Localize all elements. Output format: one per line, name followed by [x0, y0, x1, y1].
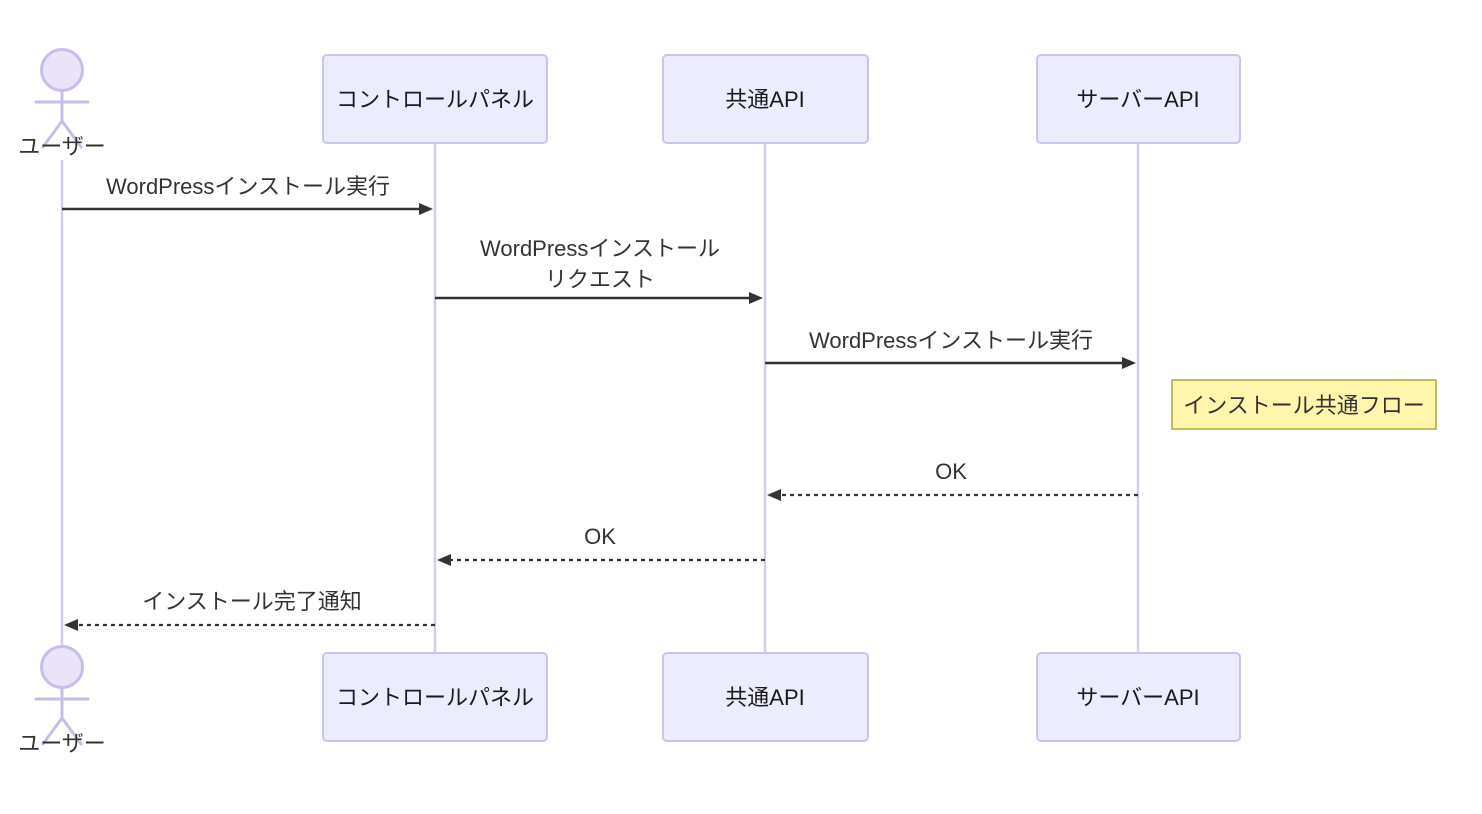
- actor-user-bottom: ユーザー: [18, 645, 106, 756]
- participant-box: [322, 54, 548, 144]
- participant-server-api-bottom: サーバーAPI: [1036, 652, 1241, 742]
- message-2-wordpress-install-request: WordPressインストール リクエスト: [435, 236, 763, 304]
- message-6-install-complete-notice: インストール完了通知: [64, 589, 435, 631]
- actor-head-icon: [40, 645, 84, 689]
- participant-common-api-label-top: 共通API: [725, 87, 804, 112]
- participant-box: [1036, 652, 1241, 742]
- message-2-arrowhead-icon: [749, 292, 763, 304]
- message-3-label: WordPressインストール実行: [809, 328, 1093, 353]
- note-label: インストール共通フロー: [1183, 393, 1425, 418]
- message-2-label-line2: リクエスト: [545, 267, 655, 292]
- message-2-label-line1: WordPressインストール: [480, 236, 720, 261]
- note-box: [1171, 379, 1437, 430]
- participant-server-api-top: サーバーAPI: [1036, 54, 1241, 144]
- message-1-arrowhead-icon: [419, 203, 433, 215]
- actor-left-leg-line: [41, 716, 64, 746]
- actor-head-icon: [40, 48, 84, 92]
- message-5-label: OK: [584, 524, 616, 549]
- message-4-ok: OK: [767, 459, 1138, 501]
- message-6-arrowhead-icon: [64, 619, 78, 631]
- message-3-wordpress-install-exec: WordPressインストール実行: [765, 328, 1136, 369]
- participant-box: [662, 54, 869, 144]
- participant-server-api-label-bottom: サーバーAPI: [1076, 685, 1199, 710]
- actor-user-label-top: ユーザー: [18, 134, 106, 159]
- actor-right-leg-line: [60, 119, 83, 149]
- message-1-wordpress-install-exec: WordPressインストール実行: [62, 174, 433, 215]
- note-install-common-flow: インストール共通フロー: [1171, 379, 1437, 430]
- actor-user-label-bottom: ユーザー: [18, 731, 106, 756]
- participant-control-panel-bottom: コントロールパネル: [322, 652, 548, 742]
- participant-common-api-bottom: 共通API: [662, 652, 869, 742]
- actor-left-leg-line: [41, 119, 64, 149]
- participant-control-panel-label-top: コントロールパネル: [336, 87, 534, 112]
- participant-server-api-label-top: サーバーAPI: [1076, 87, 1199, 112]
- message-5-ok: OK: [437, 524, 765, 566]
- message-4-label: OK: [935, 459, 967, 484]
- message-1-label: WordPressインストール実行: [106, 174, 390, 199]
- participant-control-panel-top: コントロールパネル: [322, 54, 548, 144]
- actor-user-top: ユーザー: [18, 48, 106, 159]
- participant-common-api-label-bottom: 共通API: [725, 685, 804, 710]
- participant-control-panel-label-bottom: コントロールパネル: [336, 685, 534, 710]
- message-6-label: インストール完了通知: [142, 589, 362, 614]
- message-5-arrowhead-icon: [437, 554, 451, 566]
- message-3-arrowhead-icon: [1122, 357, 1136, 369]
- participant-box: [1036, 54, 1241, 144]
- participant-box: [662, 652, 869, 742]
- participant-common-api-top: 共通API: [662, 54, 869, 144]
- participant-box: [322, 652, 548, 742]
- actor-right-leg-line: [60, 716, 83, 746]
- message-4-arrowhead-icon: [767, 489, 781, 501]
